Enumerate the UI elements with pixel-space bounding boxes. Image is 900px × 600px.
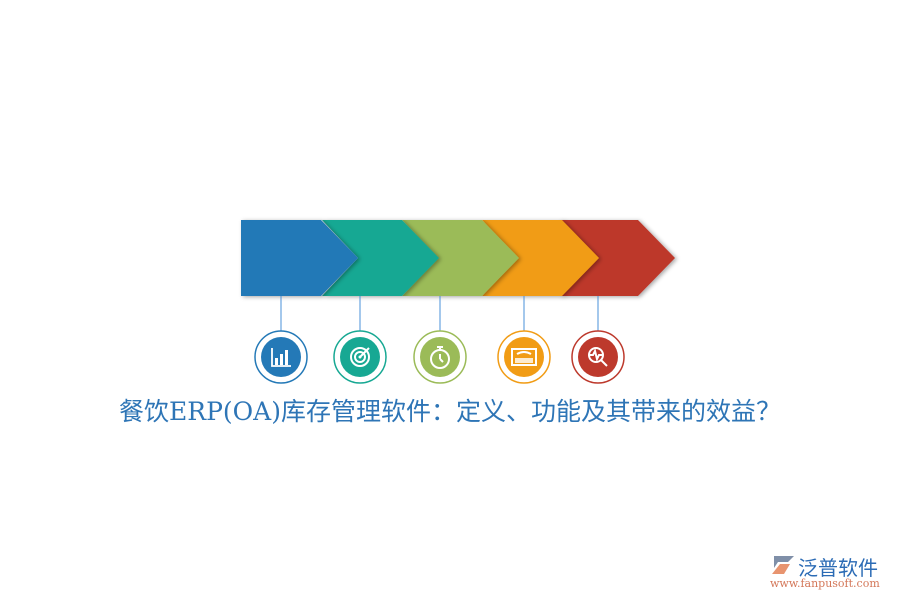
arrow-step-1 (241, 220, 358, 296)
stopwatch-icon (430, 346, 450, 369)
step-badge-2 (333, 330, 387, 384)
magnifier-pulse-icon (588, 347, 608, 367)
target-icon (350, 347, 370, 367)
logo-icon (772, 556, 794, 574)
page-title: 餐饮ERP(OA)库存管理软件：定义、功能及其带来的效益？ (119, 397, 781, 426)
logo-name: 泛普软件 (798, 556, 878, 580)
step-badge-4 (497, 330, 551, 384)
fanpu-logo: 泛普软件 www.fanpusoft.com (768, 552, 893, 592)
logo-url: www.fanpusoft.com (770, 577, 880, 590)
arrow-step-3 (402, 220, 519, 296)
step-badge-1 (254, 330, 308, 384)
billboard-icon (511, 348, 537, 366)
step-badge-5 (571, 330, 625, 384)
step-badge-3 (413, 330, 467, 384)
bar-chart-icon (271, 348, 291, 367)
arrow-step-4 (482, 220, 599, 296)
arrow-step-2 (322, 220, 439, 296)
arrow-step-5 (560, 220, 675, 296)
